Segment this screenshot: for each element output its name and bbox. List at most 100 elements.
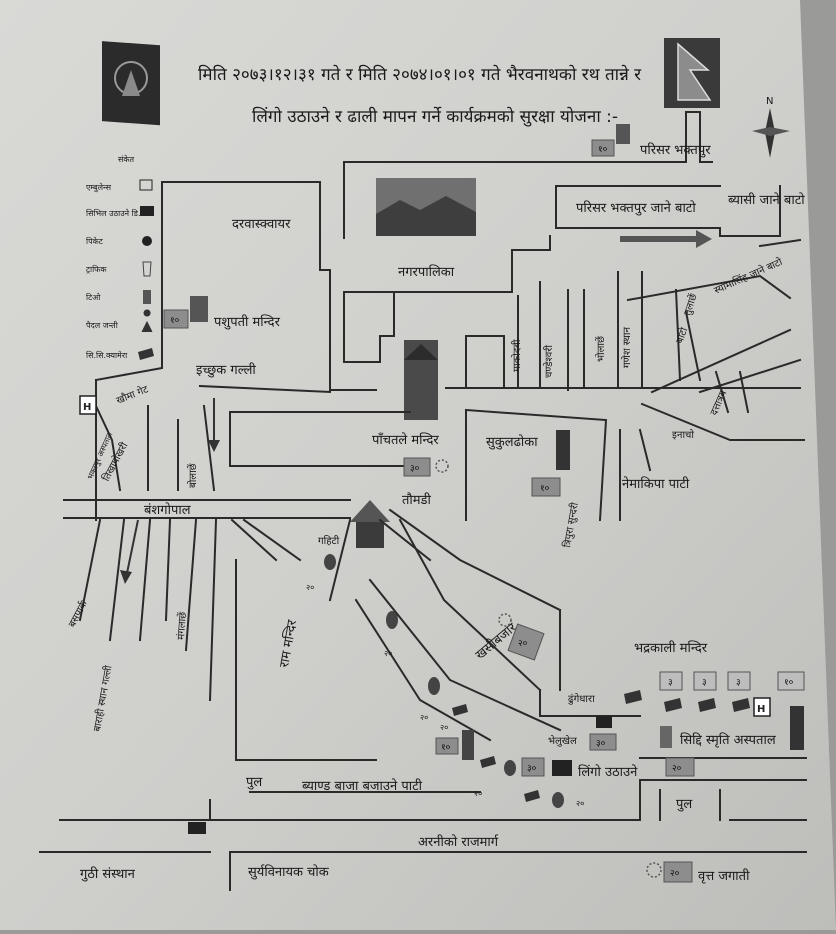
picket-dot-icon <box>386 611 398 629</box>
badge-khasibajar: २० <box>507 623 545 661</box>
officer-icon <box>660 726 672 748</box>
badge-bhadrakali-3: ३ <box>727 671 751 691</box>
arrow-down-left-icon <box>120 519 139 584</box>
svg-text:२०: २० <box>672 764 682 774</box>
svg-text:३: ३ <box>736 678 741 688</box>
officer-icon <box>790 706 804 750</box>
label-ganesh-sthan: गणेश स्थान <box>621 326 633 368</box>
label-guthi: गुठी संस्थान <box>80 866 136 882</box>
picket-count: २० <box>440 723 448 732</box>
svg-text:H: H <box>83 402 91 413</box>
legend-label-officer: टिओ <box>86 292 101 302</box>
label-taumadi: तौमडी <box>402 492 432 508</box>
legend-label-flag: सिभिल उठाउने डि. <box>86 208 141 218</box>
nepal-flag-icon <box>664 38 720 108</box>
svg-text:२०: २० <box>670 869 680 879</box>
label-bhelukhel: भेलुखेल <box>548 735 577 747</box>
badge-bhadrakali-4: १० <box>777 671 805 691</box>
svg-text:१०: १० <box>784 678 794 688</box>
label-nagarpalika: नगरपालिका <box>398 264 455 280</box>
label-sukuldhoka: सुकुलढोका <box>486 434 538 450</box>
label-nemakipa-pati: नेमाकिपा पाटी <box>622 476 690 492</box>
label-pul-right: पुल <box>676 797 692 812</box>
badge-bhelukhel: ३० <box>589 733 617 751</box>
temple-icon <box>350 500 390 548</box>
cctv-camera-icon <box>138 348 154 360</box>
cctv-camera-icon <box>624 690 642 704</box>
traffic-icon <box>498 613 512 627</box>
svg-text:३०: ३० <box>410 464 420 474</box>
svg-text:१०: १० <box>540 484 550 494</box>
arrow-down-icon <box>208 398 220 452</box>
officer-icon <box>462 730 474 760</box>
legend-title: संकेत <box>118 154 135 164</box>
label-band-baja-pati: ब्याण्ड बाजा बजाउने पाटी <box>302 778 423 794</box>
label-araniko: अरनीको राजमार्ग <box>418 834 499 850</box>
picket-count: २० <box>576 799 584 808</box>
traffic-icon <box>142 261 152 277</box>
officer-icon <box>190 296 208 322</box>
svg-text:३: ३ <box>702 678 707 688</box>
legend-label-traffic: ट्राफिक <box>86 264 108 274</box>
label-bhrikuti-jagati: वृत्त जगाती <box>698 868 750 884</box>
label-bansagopal: बंशगोपाल <box>144 502 191 518</box>
flag-icon <box>140 206 154 216</box>
police-logo-icon <box>102 41 160 126</box>
svg-text:१०: १० <box>598 145 608 155</box>
label-chaudabhadri: चण्डेश्वरी <box>543 345 555 378</box>
badge-bhadrakali-1: ३ <box>659 671 683 691</box>
label-parisar-road: परिसर भक्तपुर जाने बाटो <box>576 200 696 216</box>
label-pul-left: पुल <box>246 775 262 790</box>
officer-icon <box>556 430 570 470</box>
road-network <box>39 111 807 891</box>
label-mangalachhe: मंगलाछें <box>175 610 189 640</box>
badge-band-right: ३० <box>521 757 545 777</box>
compass-icon: N <box>752 96 790 158</box>
cctv-camera-icon <box>452 704 468 716</box>
flag-icon <box>596 716 612 728</box>
label-byasi-road: ब्यासी जाने बाटो <box>728 192 805 208</box>
label-durbar-square: दरवास्क्वायर <box>232 217 291 232</box>
label-bholachhe: भोलाछें <box>595 335 607 362</box>
label-dhungedhara: ढुंगेधारा <box>568 693 595 705</box>
cctv-camera-icon <box>524 790 540 802</box>
person-icon <box>141 309 153 333</box>
traffic-icon <box>646 862 662 878</box>
picket-dot-icon <box>428 677 440 695</box>
label-bato: बाटो <box>674 326 691 345</box>
cctv-camera-icon <box>698 698 716 712</box>
flag-icon <box>188 822 206 834</box>
label-pashupati: पशुपती मन्दिर <box>214 314 281 330</box>
picket-count: २० <box>474 789 482 798</box>
badge-hospital: २० <box>665 757 695 777</box>
legend-label-cctv: सि.सि.क्यामेरा <box>86 350 128 360</box>
picket-count: २० <box>306 583 314 592</box>
picket-dot-icon <box>142 236 152 246</box>
badge-bhrikuti: २० <box>663 861 693 883</box>
label-siddhi-hospital: सिद्दि स्मृति अस्पताल <box>680 732 776 748</box>
label-makodabi: माकोदबी <box>511 339 523 372</box>
cctv-camera-icon <box>664 698 682 712</box>
legend: संकेत एम्बुलेन्स सिभिल उठाउने डि. पिकेट … <box>86 154 154 360</box>
label-inachho: इनाचो <box>672 429 694 441</box>
officer-icon <box>616 124 630 144</box>
svg-text:१०: १० <box>170 316 180 326</box>
svg-text:३: ३ <box>668 678 673 688</box>
svg-text:२०: २० <box>518 639 528 649</box>
label-parisar-bhaktapur: परिसर भक्तपुर <box>640 142 711 158</box>
cctv-camera-icon <box>732 698 750 712</box>
svg-text:H: H <box>757 704 765 715</box>
svg-text:३०: ३० <box>596 739 606 749</box>
title-line-1: मिति २०७३।१२।३१ गते र मिति २०७४।०१।०१ गत… <box>198 64 642 85</box>
label-bhadrakali: भद्रकाली मन्दिर <box>634 640 708 656</box>
legend-label-ambulance: एम्बुलेन्स <box>86 182 112 193</box>
arrow-right-icon <box>620 230 712 248</box>
badge-pachtale: ३० <box>403 457 431 477</box>
label-bolachhe: बोलाछें <box>187 462 199 488</box>
title-line-2: लिंगो उठाउने र ढाली मापन गर्ने कार्यक्रम… <box>252 106 618 127</box>
picket-dot-icon <box>504 760 516 776</box>
label-lingo-uthaune: लिंगो उठाउने <box>578 764 638 780</box>
flag-icon <box>552 760 572 776</box>
label-suryabinayak: सुर्यविनायक चोक <box>248 864 330 880</box>
